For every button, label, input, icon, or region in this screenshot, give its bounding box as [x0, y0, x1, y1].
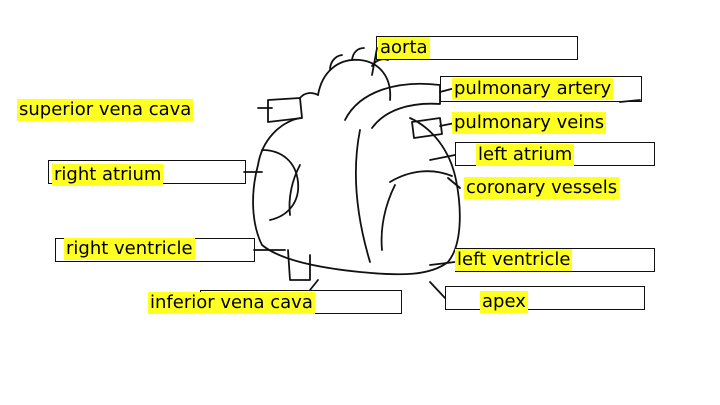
- label-left-atrium: left atrium: [476, 144, 574, 166]
- label-aorta: aorta: [378, 37, 430, 59]
- coronary-vessel: [390, 171, 452, 182]
- inferior-vena-cava-tube: [288, 250, 310, 280]
- pulmonary-artery-trunk: [345, 84, 440, 128]
- label-right-atrium: right atrium: [52, 164, 163, 186]
- label-right-ventricle: right ventricle: [64, 238, 195, 260]
- leader-line: [310, 280, 318, 290]
- leader-line: [430, 155, 455, 160]
- label-inferior-vena-cava: inferior vena cava: [148, 292, 315, 314]
- leader-line: [430, 262, 455, 265]
- leader-line: [448, 178, 460, 188]
- leader-line: [430, 282, 445, 298]
- label-superior-vena-cava: superior vena cava: [17, 99, 193, 121]
- superior-vena-cava-tube: [300, 93, 318, 98]
- label-coronary-vessels: coronary vessels: [464, 177, 619, 199]
- aorta-branch: [352, 48, 364, 60]
- coronary-vessel: [382, 185, 395, 250]
- label-left-ventricle: left ventricle: [455, 249, 572, 271]
- aorta-arch: [318, 60, 390, 100]
- label-box-apex: [445, 286, 645, 310]
- label-apex: apex: [480, 291, 528, 313]
- coronary-groove: [356, 130, 370, 262]
- label-pulmonary-artery: pulmonary artery: [452, 78, 613, 100]
- label-pulmonary-veins: pulmonary veins: [452, 112, 606, 134]
